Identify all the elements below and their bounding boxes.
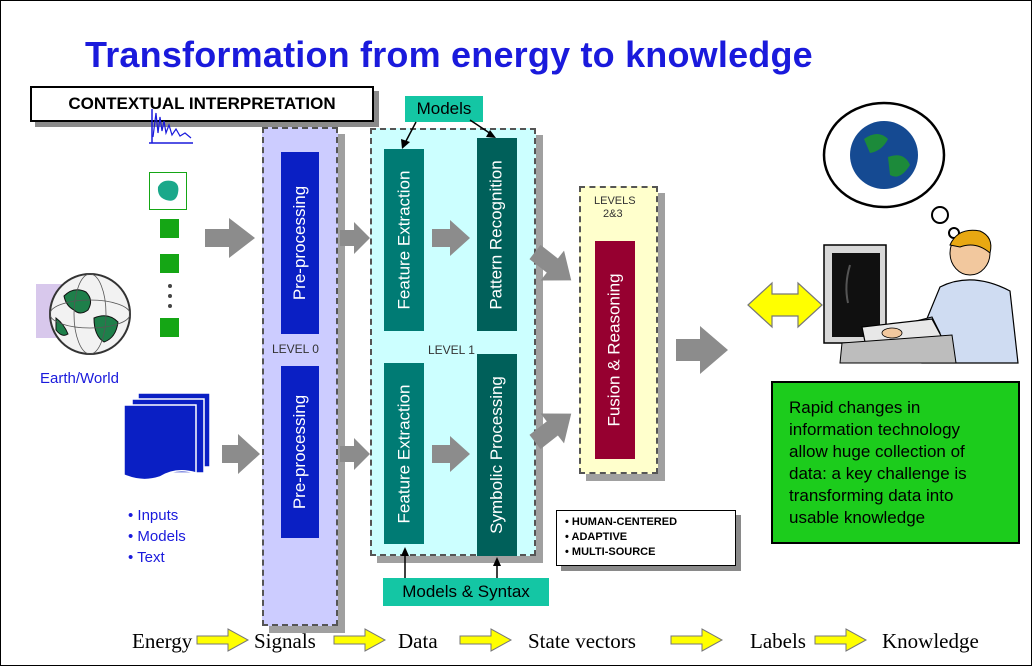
properties-box: • HUMAN-CENTERED • ADAPTIVE • MULTI-SOUR… [556,510,736,566]
pattern-recognition-label: Pattern Recognition [487,159,507,310]
earth-world-label: Earth/World [40,370,119,387]
level23-label-line2: 2&3 [603,208,623,220]
human-operator-illustration [822,101,1019,364]
flow-labels: Labels [750,629,806,653]
symbolic-processing-box: Symbolic Processing [477,354,517,556]
slide-title: Transformation from energy to knowledge [85,34,813,75]
contextual-interpretation-box: CONTEXTUAL INTERPRETATION [30,86,374,122]
fusion-reasoning-label: Fusion & Reasoning [605,273,624,427]
preprocessing-bottom-box: Pre-processing [281,366,319,538]
preprocessing-top-box: Pre-processing [281,152,319,334]
data-square-icon-2 [160,254,179,273]
feature-extraction-bottom-label: Feature Extraction [394,384,413,523]
feature-extraction-top-label: Feature Extraction [394,170,413,310]
signal-waveform-icon [149,109,193,144]
level1-label: LEVEL 1 [428,343,475,357]
property-item: • HUMAN-CENTERED [565,516,678,528]
flow-state-vectors: State vectors [528,629,636,653]
contextual-interpretation-label: CONTEXTUAL INTERPRETATION [68,94,336,113]
feature-extraction-bottom-box: Feature Extraction [384,363,424,544]
image-sensor-icon [149,172,187,210]
inputs-list: • Inputs • Models • Text [128,505,186,568]
flow-data: Data [398,629,438,653]
level23-label-line1: LEVELS [594,195,636,207]
pattern-recognition-box: Pattern Recognition [477,138,517,331]
property-item: • MULTI-SOURCE [565,546,656,558]
flow-signals: Signals [254,629,316,653]
note-box: Rapid changes in information technology … [771,381,1020,544]
earth-globe-icon [36,273,131,355]
models-tag: Models [405,96,483,122]
level0-label: LEVEL 0 [272,342,319,356]
preprocessing-bottom-label: Pre-processing [290,394,310,510]
note-text: Rapid changes in information technology … [789,398,967,527]
inputs-list-item: • Inputs [128,507,179,524]
flow-knowledge: Knowledge [882,629,979,653]
documents-stack-icon [123,393,211,481]
property-item: • ADAPTIVE [565,531,628,543]
data-square-icon-3 [160,318,179,337]
data-square-icon-1 [160,219,179,238]
preprocessing-top-label: Pre-processing [290,185,310,301]
inputs-list-item: • Models [128,528,186,545]
models-syntax-tag: Models & Syntax [383,578,549,606]
flow-energy: Energy [132,629,193,653]
fusion-reasoning-box: Fusion & Reasoning [595,241,635,459]
symbolic-processing-label: Symbolic Processing [487,376,506,534]
feature-extraction-top-box: Feature Extraction [384,149,424,331]
inputs-list-item: • Text [128,549,165,566]
ellipsis-vertical-icon [168,284,172,308]
